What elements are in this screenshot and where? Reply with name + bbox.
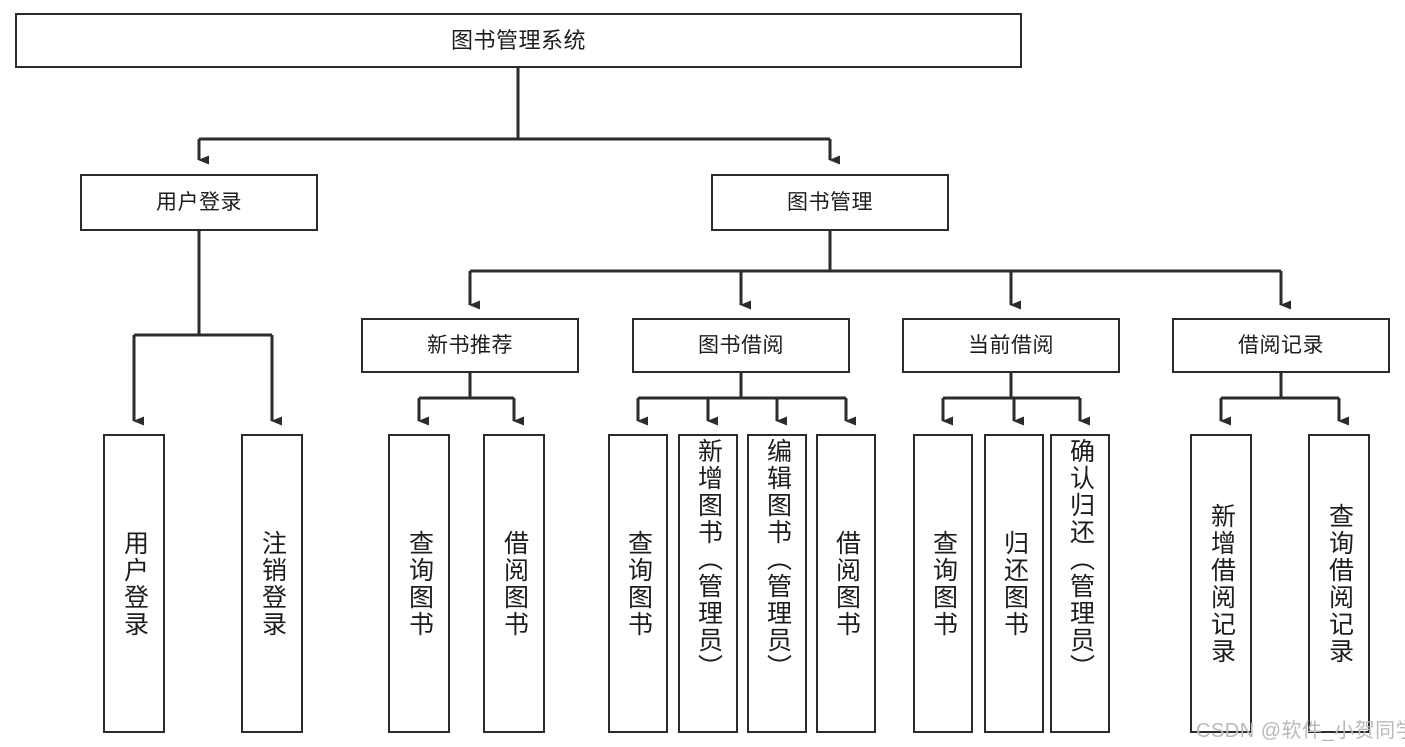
node-current-borrow-label: 当前借阅: [968, 334, 1054, 357]
node-borrow-record-label: 借阅记录: [1238, 334, 1324, 357]
node-leaf-add-record-label: 新增借阅记录: [1207, 502, 1236, 665]
node-leaf-query-book-1-label: 查询图书: [405, 529, 434, 638]
node-leaf-borrow-book-2[interactable]: 借阅图书: [816, 434, 876, 733]
node-leaf-return-book-label: 归还图书: [1000, 529, 1029, 638]
node-user-login[interactable]: 用户登录: [80, 174, 318, 231]
node-leaf-borrow-book-2-label: 借阅图书: [832, 529, 861, 638]
node-book-borrow-label: 图书借阅: [698, 334, 784, 357]
node-leaf-logout-label: 注销登录: [258, 529, 287, 638]
node-book-manage[interactable]: 图书管理: [711, 174, 949, 231]
node-leaf-confirm-return-label: 确认归还（管理员）: [1066, 438, 1095, 681]
node-leaf-edit-book[interactable]: 编辑图书（管理员）: [747, 434, 807, 733]
node-book-manage-label: 图书管理: [787, 191, 873, 214]
node-book-borrow[interactable]: 图书借阅: [632, 318, 850, 373]
node-leaf-query-book-1[interactable]: 查询图书: [388, 434, 450, 733]
node-leaf-add-book-label: 新增图书（管理员）: [694, 438, 723, 681]
node-root[interactable]: 图书管理系统: [15, 13, 1022, 68]
node-new-book-rec[interactable]: 新书推荐: [361, 318, 579, 373]
node-new-book-rec-label: 新书推荐: [427, 334, 513, 357]
node-leaf-borrow-book-1-label: 借阅图书: [500, 529, 529, 638]
node-root-label: 图书管理系统: [450, 27, 586, 53]
watermark-text: CSDN @软件_小贺同学: [1196, 720, 1405, 742]
node-current-borrow[interactable]: 当前借阅: [902, 318, 1120, 373]
node-leaf-user-login-label: 用户登录: [120, 529, 149, 638]
node-leaf-query-book-3[interactable]: 查询图书: [913, 434, 973, 733]
node-leaf-query-record[interactable]: 查询借阅记录: [1308, 434, 1370, 733]
node-user-login-label: 用户登录: [156, 191, 242, 214]
node-leaf-add-record[interactable]: 新增借阅记录: [1190, 434, 1252, 733]
node-leaf-borrow-book-1[interactable]: 借阅图书: [483, 434, 545, 733]
node-leaf-edit-book-label: 编辑图书（管理员）: [763, 438, 792, 681]
node-leaf-user-login[interactable]: 用户登录: [103, 434, 165, 733]
node-leaf-query-record-label: 查询借阅记录: [1325, 502, 1354, 665]
node-leaf-query-book-2[interactable]: 查询图书: [608, 434, 668, 733]
node-leaf-return-book[interactable]: 归还图书: [984, 434, 1044, 733]
node-leaf-add-book[interactable]: 新增图书（管理员）: [678, 434, 738, 733]
node-leaf-query-book-2-label: 查询图书: [624, 529, 653, 638]
node-leaf-confirm-return[interactable]: 确认归还（管理员）: [1050, 434, 1110, 733]
node-leaf-query-book-3-label: 查询图书: [929, 529, 958, 638]
node-borrow-record[interactable]: 借阅记录: [1172, 318, 1390, 373]
node-leaf-logout[interactable]: 注销登录: [241, 434, 303, 733]
